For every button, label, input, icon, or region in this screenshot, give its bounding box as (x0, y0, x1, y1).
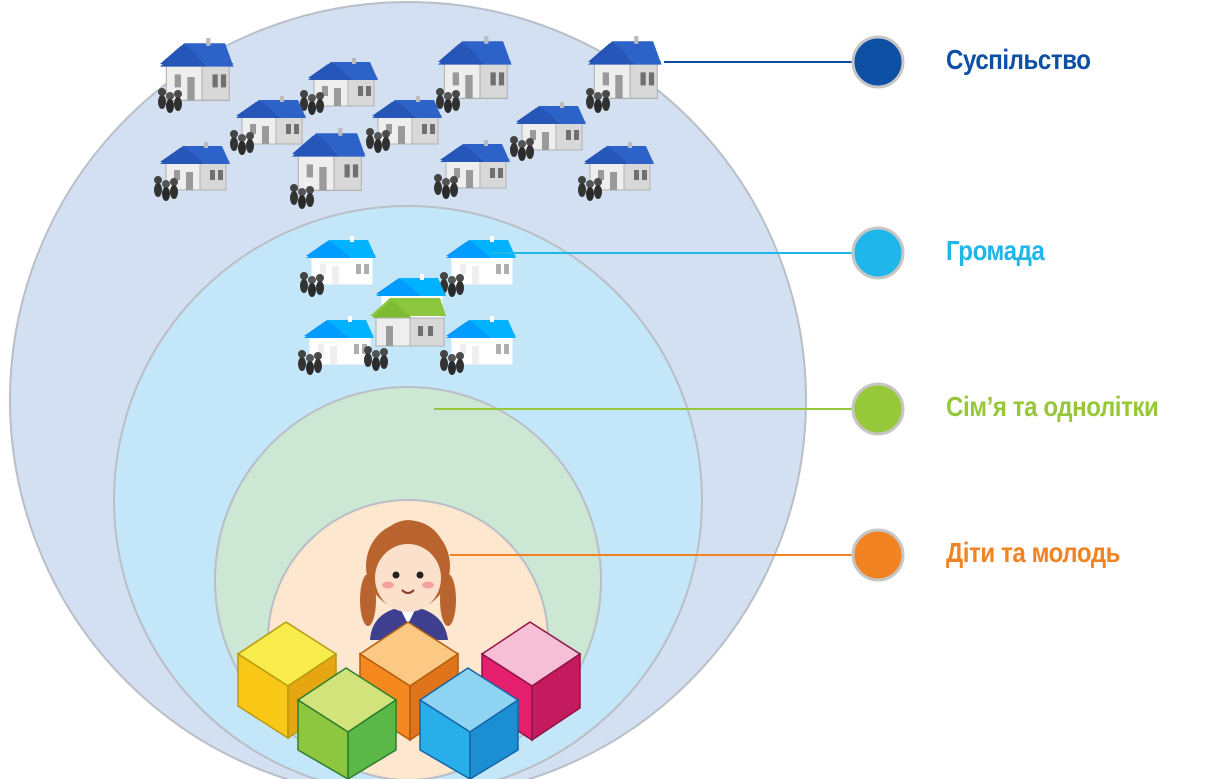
community-marker (851, 226, 905, 280)
label-community: Громада (946, 235, 1045, 266)
children-marker (851, 528, 905, 582)
family-house-icon (364, 298, 446, 371)
children-leader (450, 528, 905, 582)
child-icon (360, 520, 456, 640)
society-marker (851, 35, 905, 89)
family-marker (851, 382, 905, 436)
label-family: Сім’я та однолітки (946, 391, 1159, 422)
label-children: Діти та молодь (946, 537, 1121, 568)
family-leader (434, 382, 905, 436)
toy-blocks-icon (236, 621, 582, 779)
society-leader (664, 35, 905, 89)
community-leader (490, 226, 905, 280)
label-society: Суспільство (946, 44, 1091, 75)
